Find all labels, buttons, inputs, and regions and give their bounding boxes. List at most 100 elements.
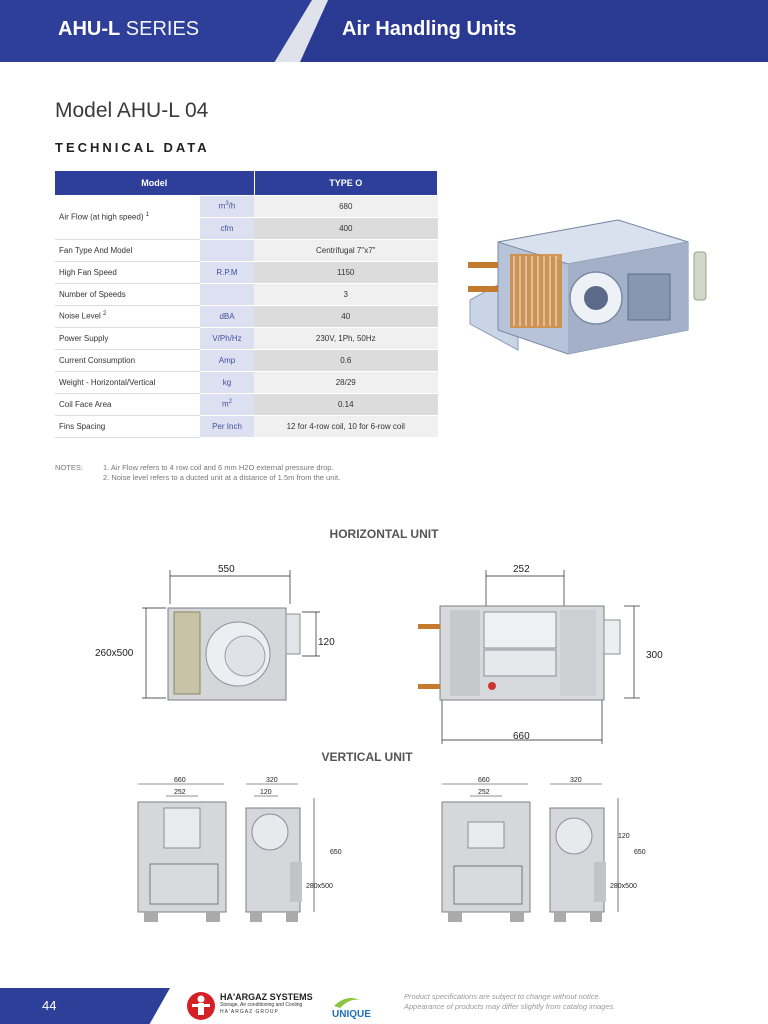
column-header-type: TYPE O: [254, 171, 438, 195]
fan-front: [467, 821, 505, 849]
row-value: 40: [254, 304, 438, 327]
row-unit: cfm: [200, 216, 254, 239]
vertical-unit-label: VERTICAL UNIT: [321, 750, 413, 764]
dim-inner1: 252: [478, 789, 490, 796]
control-box: [693, 251, 707, 301]
water-pipe-top: [468, 262, 498, 268]
table-row: cfm 400: [55, 216, 438, 239]
horizontal-unit-side-drawing: 550 260x500 120: [95, 564, 335, 701]
leg: [250, 912, 262, 922]
coil-front: [149, 863, 219, 905]
table-row: Power Supply V/Ph/Hz 230V, 1Ph, 50Hz: [55, 326, 438, 350]
row-unit: Amp: [200, 348, 254, 371]
unique-brand-logo: UNIQUE: [332, 998, 371, 1020]
unit-cutaway-illustration: [468, 219, 707, 355]
dim-top: 252: [513, 564, 530, 575]
row-value: 0.6: [254, 348, 438, 371]
row-value: 3: [254, 282, 438, 305]
dim-inner2: 120: [618, 833, 630, 840]
series-title: AHU-L SERIES: [58, 18, 200, 40]
dim-w1: 660: [174, 777, 186, 784]
row-value: 12 for 4-row coil, 10 for 6-row coil: [254, 414, 438, 437]
dim-side: 280x500: [610, 883, 637, 890]
page-number: 44: [42, 998, 57, 1013]
table-row: Number of Speeds 3: [55, 282, 438, 306]
row-unit: [200, 238, 254, 261]
dim-bottom: 660: [513, 731, 530, 742]
row-label: Fan Type And Model: [55, 238, 200, 262]
coil-fins: [513, 256, 557, 326]
row-unit: V/Ph/Hz: [200, 326, 254, 349]
row-unit: [200, 282, 254, 305]
dim-side: 280x500: [306, 883, 333, 890]
row-value: 0.14: [254, 392, 438, 415]
row-unit: Per Inch: [200, 414, 254, 437]
company-name: HA'ARGAZ SYSTEMS: [220, 992, 313, 1002]
dim-inner1: 252: [174, 789, 186, 796]
header-left-band: [0, 0, 312, 62]
dimension-lines: [138, 783, 315, 912]
row-unit: dBA: [200, 304, 254, 327]
fan-upper: [483, 611, 557, 649]
coil-front: [453, 865, 523, 905]
disclaimer-line-1: Product specifications are subject to ch…: [404, 992, 601, 1001]
column-header-model: Model: [55, 171, 255, 195]
page-footer: 44 HA'ARGAZ SYSTEMS Storage, Air conditi…: [0, 988, 768, 1024]
table-row: Fins Spacing Per Inch 12 for 4-row coil,…: [55, 414, 438, 438]
fan-hub: [584, 286, 608, 310]
leg: [510, 912, 524, 922]
dim-width: 550: [218, 564, 235, 575]
disclaimer: Product specifications are subject to ch…: [404, 992, 615, 1012]
row-value: 400: [254, 216, 438, 239]
model-title: Model AHU-L 04: [55, 99, 209, 122]
horizontal-unit-label: HORIZONTAL UNIT: [329, 527, 439, 541]
section-title: TECHNICAL DATA: [55, 140, 210, 155]
table-row: Noise Level 2 dBA 40: [55, 304, 438, 328]
dim-w1: 660: [478, 777, 490, 784]
leg: [286, 912, 298, 922]
table-row: Air Flow (at high speed) 1 m3/h 680: [55, 194, 438, 240]
note-1: 1. Air Flow refers to 4 row coil and 6 m…: [103, 463, 334, 472]
unique-swoosh-icon: [334, 998, 360, 1008]
fan-lower: [483, 649, 557, 677]
notes-tag: NOTES:: [55, 463, 83, 472]
leg: [206, 912, 220, 922]
table-row: Weight - Horizontal/Vertical kg 28/29: [55, 370, 438, 394]
row-value: 1150: [254, 260, 438, 283]
dim-height: 300: [646, 650, 663, 661]
company-group: HA'ARGAZ GROUP: [220, 1009, 279, 1015]
row-label: Weight - Horizontal/Vertical: [55, 370, 200, 394]
leg: [448, 912, 462, 922]
table-row: Fan Type And Model Centrifugal 7"x7": [55, 238, 438, 262]
dim-w2: 320: [570, 777, 582, 784]
outlet-collar: [285, 613, 301, 655]
row-value: 230V, 1Ph, 50Hz: [254, 326, 438, 349]
dimension-lines: [442, 783, 619, 912]
page-header: AHU-L SERIES Air Handling Units: [0, 0, 768, 62]
dim-inner2: 120: [260, 789, 272, 796]
unique-brand-text: UNIQUE: [332, 1009, 371, 1020]
dim-h: 650: [634, 849, 646, 856]
fan-side: [555, 817, 593, 855]
dim-w2: 320: [266, 777, 278, 784]
vertical-unit-drawing-left: 660 252 320 120 650 280x500: [137, 777, 342, 922]
row-label: Fins Spacing: [55, 414, 200, 438]
right-panel: [560, 610, 596, 696]
row-unit: m2: [200, 392, 254, 415]
dim-height: 260x500: [95, 648, 134, 659]
leg: [144, 912, 158, 922]
leg: [590, 912, 602, 922]
fan-wheel: [224, 635, 266, 677]
fan-front: [163, 807, 201, 849]
table-row: High Fan Speed R.P.M 1150: [55, 260, 438, 284]
dimension-lines: [441, 570, 640, 744]
row-label: Number of Speeds: [55, 282, 200, 306]
footer-band: [0, 988, 170, 1024]
row-label: High Fan Speed: [55, 260, 200, 284]
note-2: 2. Noise level refers to a ducted unit a…: [103, 473, 341, 482]
fan-motor: [627, 273, 671, 321]
water-pipe-bottom: [468, 286, 498, 292]
coil-side: [594, 862, 606, 902]
coil-section: [450, 610, 480, 696]
row-value: Centrifugal 7"x7": [254, 238, 438, 261]
